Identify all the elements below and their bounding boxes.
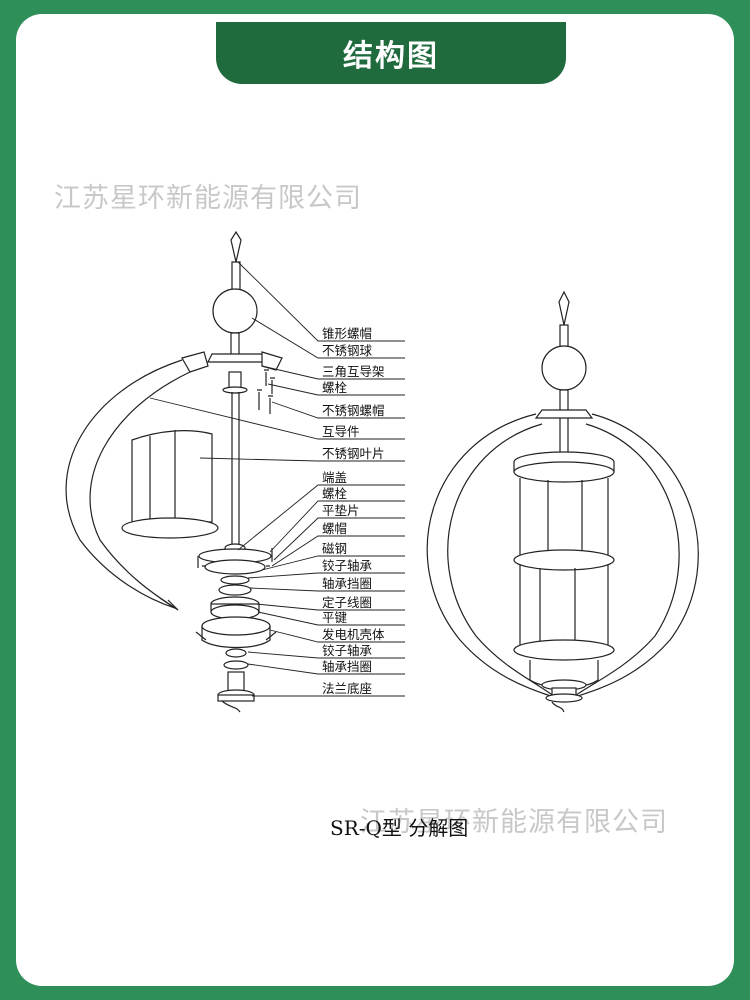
- part-label: 三角互导架: [322, 364, 385, 379]
- part-label: 互导件: [322, 424, 360, 439]
- part-label: 不锈钢叶片: [322, 446, 385, 461]
- leader-line: [237, 261, 405, 342]
- leader-line: [237, 484, 405, 551]
- leader-line: [257, 611, 405, 626]
- leader-line: [255, 603, 405, 611]
- part-label: 磁钢: [322, 541, 347, 556]
- part-label: 法兰底座: [322, 681, 372, 696]
- part-label: 不锈钢球: [322, 343, 373, 358]
- leader-line: [247, 663, 405, 675]
- part-label: 平键: [322, 610, 348, 625]
- exploded-assembly: [65, 230, 283, 713]
- part-label: 平垫片: [322, 503, 360, 518]
- leader-line: [199, 457, 405, 462]
- part-label: 铰子轴承: [322, 643, 373, 658]
- part-leaders: 锥形螺帽不锈钢球三角互导架螺栓不锈钢螺帽互导件不锈钢叶片端盖螺栓平垫片螺帽磁钢铰…: [149, 261, 405, 697]
- part-label: 铰子轴承: [322, 558, 373, 573]
- assembled-turbine: [426, 290, 699, 713]
- leader-line: [261, 555, 405, 571]
- leader-line: [251, 317, 405, 359]
- watermark-bottom: 江苏星环新能源有限公司: [360, 807, 668, 838]
- leader-line: [271, 535, 405, 567]
- leader-line: [149, 397, 405, 440]
- part-label: 轴承挡圈: [322, 659, 372, 674]
- leader-line: [269, 629, 405, 643]
- part-label: 螺帽: [322, 521, 347, 536]
- part-label: 螺栓: [322, 486, 348, 501]
- page-title: 结构图: [216, 22, 566, 84]
- leader-line: [273, 517, 405, 561]
- leader-line: [249, 587, 405, 592]
- diagram-caption: SR-Q型 分解图: [330, 816, 469, 840]
- part-label: 轴承挡圈: [322, 576, 372, 591]
- part-label: 发电机壳体: [322, 627, 385, 642]
- part-label: 螺栓: [322, 380, 348, 395]
- part-label: 定子线圈: [322, 595, 372, 610]
- leader-line: [261, 365, 405, 380]
- leader-line: [267, 383, 405, 396]
- part-label: 端盖: [322, 470, 347, 485]
- part-label: 锥形螺帽: [322, 326, 372, 341]
- part-label: 不锈钢螺帽: [322, 403, 385, 418]
- leader-line: [271, 401, 405, 419]
- leader-line: [247, 572, 405, 579]
- watermark-top: 江苏星环新能源有限公司: [54, 183, 362, 214]
- leader-line: [247, 651, 405, 659]
- leader-line: [269, 500, 405, 553]
